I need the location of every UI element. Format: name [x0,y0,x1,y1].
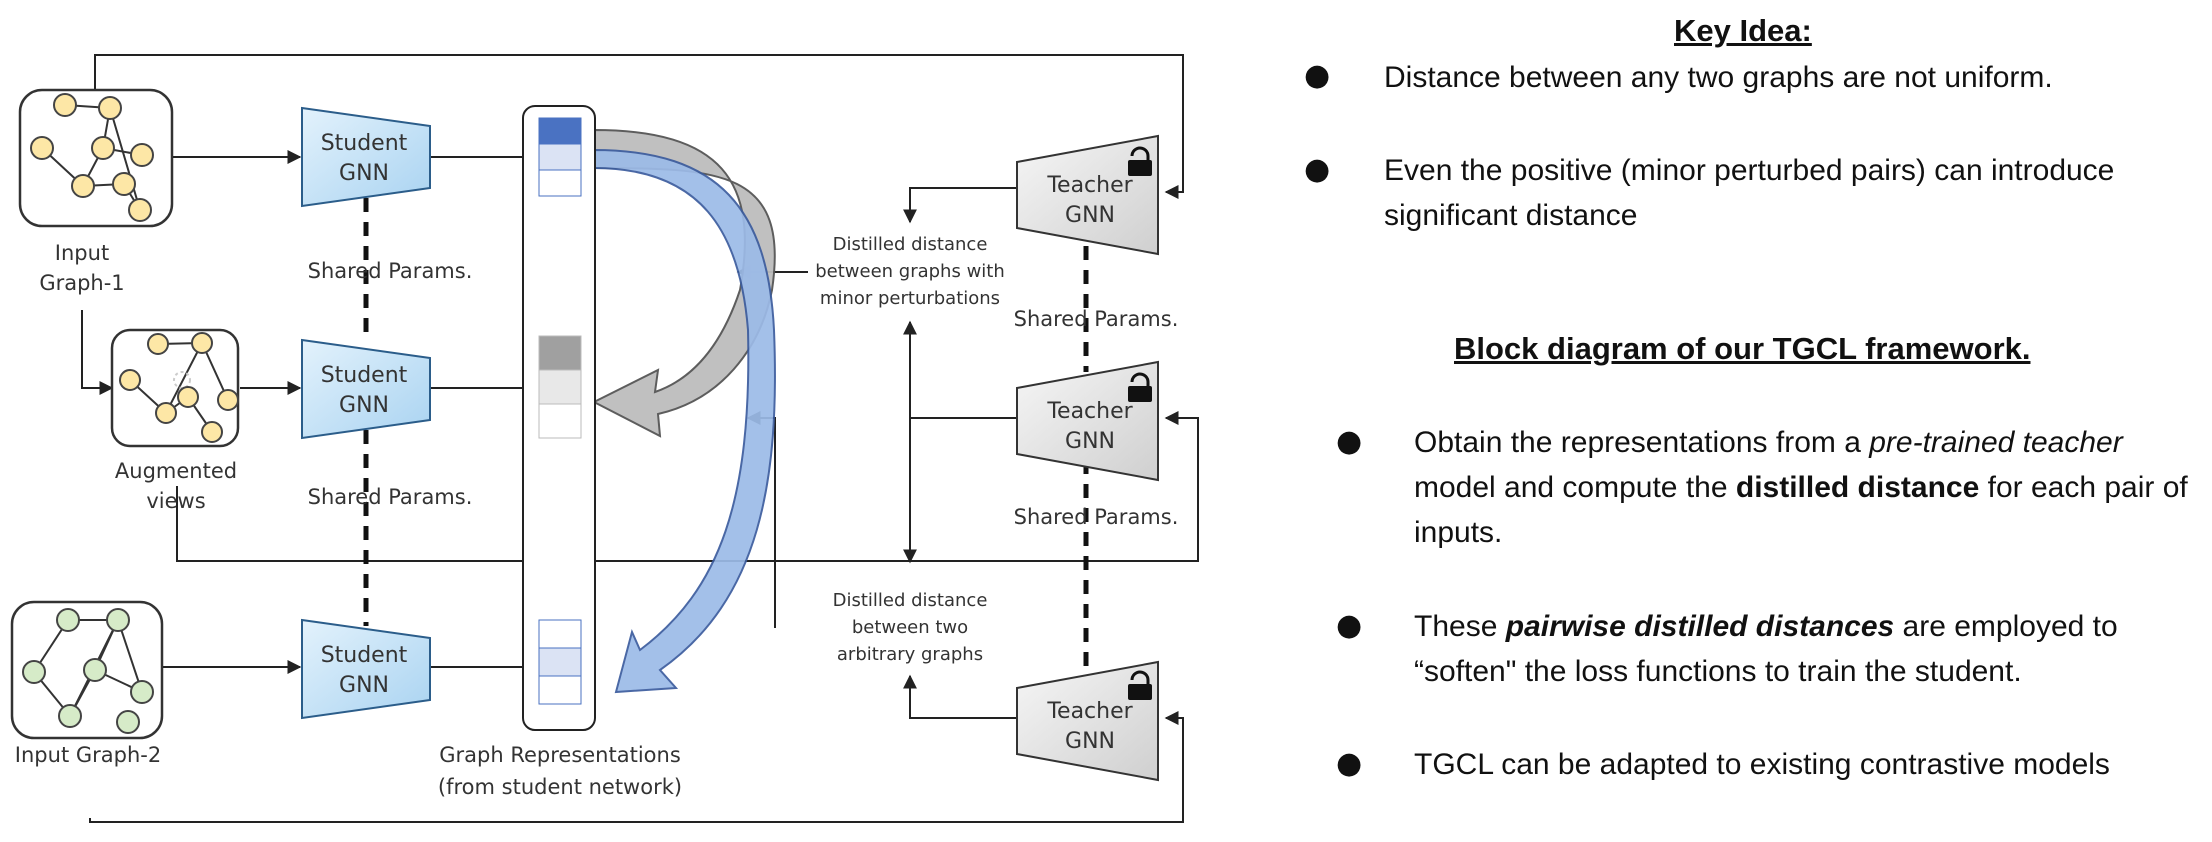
block-diagram-title: Block diagram of our TGCL framework. [1454,331,2031,366]
framework-point-1: Obtain the representations from a pre-tr… [1414,420,2209,555]
input-graph-2-label: Input Graph-2 [15,743,161,767]
lock-icon [1128,146,1152,176]
key-point-1: Distance between any two graphs are not … [1384,61,2053,94]
graph-representations-label: Graph Representations(from student netwo… [438,743,682,799]
key-idea-title: Key Idea: [1674,13,1812,48]
framework-bullet-3: ● [1336,746,1363,781]
graph-representations-column [522,105,596,731]
connector-lines [81,54,1199,823]
framework-point-2-segment: are employed to “soften" the loss functi… [1414,610,2118,688]
framework-point-2-segment: These [1414,610,1506,643]
shared-params-label-student-2: Shared Params. [308,485,473,509]
key-point-2: Even the positive (minor perturbed pairs… [1384,154,2115,232]
framework-point-3-segment: TGCL can be adapted to existing contrast… [1414,748,2110,781]
framework-point-1-segment: Obtain the representations from a [1414,426,1870,459]
framework-point-3: TGCL can be adapted to existing contrast… [1414,742,2209,787]
framework-point-2: These pairwise distilled distances are e… [1414,604,2209,694]
curved-arrows [591,128,776,694]
framework-bullet-1: ● [1336,424,1363,459]
lock-icon [1128,372,1152,402]
shared-params-label-teacher-1: Shared Params. [1014,307,1179,331]
key-point-bullet-1: ● [1304,58,1331,93]
framework-point-1-segment: distilled distance [1735,471,1980,504]
key-point-bullet-2: ● [1304,152,1331,187]
input-graph-2 [10,600,164,740]
framework-point-1-segment: model and compute the [1414,471,1736,504]
framework-point-2-segment: pairwise distilled distances [1505,610,1895,643]
input-graph-1 [18,88,174,228]
framework-bullet-2: ● [1336,608,1363,643]
augmented-view-graph [110,328,240,448]
lock-icon [1128,670,1152,700]
shared-params-dashes [363,198,1089,666]
shared-params-label-teacher-2: Shared Params. [1014,505,1179,529]
shared-params-label-student-1: Shared Params. [308,259,473,283]
framework-point-1-segment: pre-trained teacher [1869,426,2123,459]
framework-point-1-segment: for each pair of inputs. [1414,471,2188,549]
